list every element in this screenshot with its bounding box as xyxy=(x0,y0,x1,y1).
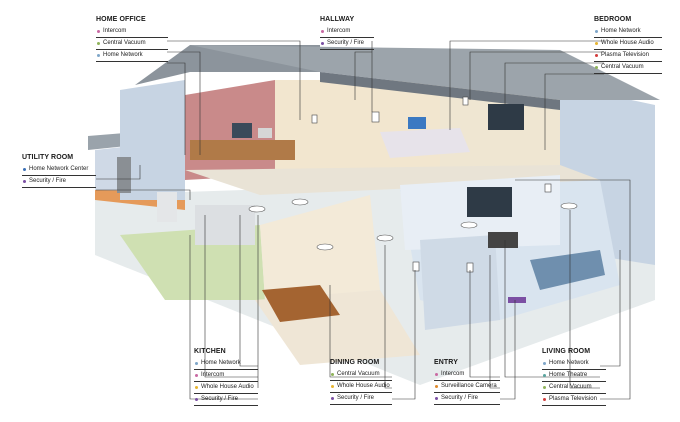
room-title: KITCHEN xyxy=(194,348,226,355)
wall-device xyxy=(311,114,318,124)
feature-item: Home Network xyxy=(194,358,258,370)
room-label-dining-room: DINING ROOM Central Vacuum Whole House A… xyxy=(330,359,392,405)
feature-dot-icon xyxy=(195,398,198,401)
feature-dot-icon xyxy=(595,42,598,45)
roof-edge xyxy=(320,72,560,110)
feature-item: Surveillance Camera xyxy=(434,381,500,393)
room-label-utility-room: UTILITY ROOM Home Network Center Securit… xyxy=(22,154,96,188)
feature-dot-icon xyxy=(543,398,546,401)
office-printer xyxy=(258,128,272,138)
speaker xyxy=(291,198,309,206)
dining-table xyxy=(262,285,340,322)
entry-wall xyxy=(420,235,500,330)
feature-dot-icon xyxy=(543,374,546,377)
feature-item: Home Theatre xyxy=(542,370,606,382)
water-heater xyxy=(117,157,131,193)
feature-item: Intercom xyxy=(96,26,168,38)
office-monitor xyxy=(232,123,252,138)
room-title: UTILITY ROOM xyxy=(22,154,74,161)
bedroom-laptop xyxy=(408,117,426,129)
home-theatre-unit xyxy=(488,232,518,248)
speaker xyxy=(460,221,478,229)
feature-dot-icon xyxy=(195,362,198,365)
feature-dot-icon xyxy=(435,397,438,400)
feature-dot-icon xyxy=(195,386,198,389)
feature-item: Security / Fire xyxy=(434,393,500,405)
feature-item: Intercom xyxy=(320,26,374,38)
speaker xyxy=(316,243,334,251)
room-title: HOME OFFICE xyxy=(96,16,146,23)
room-label-hallway: HALLWAY Intercom Security / Fire xyxy=(320,16,374,50)
room-title: HALLWAY xyxy=(320,16,355,23)
upper-floor xyxy=(185,165,600,195)
left-gable-wall xyxy=(120,80,185,200)
feature-item: Central Vacuum xyxy=(96,38,168,50)
room-title: LIVING ROOM xyxy=(542,348,591,355)
roof-right xyxy=(190,45,660,100)
wall-device xyxy=(412,261,420,272)
room-label-kitchen: KITCHEN Home Network Intercom Whole Hous… xyxy=(194,348,258,406)
feature-item: Whole House Audio xyxy=(194,382,258,394)
speaker xyxy=(560,202,578,210)
wall-device xyxy=(371,111,380,123)
feature-item: Security / Fire xyxy=(194,394,258,406)
feature-item: Home Network xyxy=(542,358,606,370)
feature-item: Plasma Television xyxy=(594,50,662,62)
room-label-living-room: LIVING ROOM Home Network Home Theatre Ce… xyxy=(542,348,606,406)
feature-dot-icon xyxy=(321,30,324,33)
speaker xyxy=(248,205,266,213)
feature-item: Security / Fire xyxy=(22,176,96,188)
feature-dot-icon xyxy=(23,168,26,171)
feature-dot-icon xyxy=(97,54,100,57)
feature-dot-icon xyxy=(331,373,334,376)
feature-item: Security / Fire xyxy=(320,38,374,50)
feature-dot-icon xyxy=(543,362,546,365)
feature-item: Central Vacuum xyxy=(542,382,606,394)
feature-dot-icon xyxy=(321,42,324,45)
feature-item: Home Network xyxy=(594,26,662,38)
security-panel xyxy=(508,297,526,303)
room-title: ENTRY xyxy=(434,359,458,366)
room-label-bedroom: BEDROOM Home Network Whole House Audio P… xyxy=(594,16,662,74)
feature-dot-icon xyxy=(543,386,546,389)
feature-item: Central Vacuum xyxy=(330,369,392,381)
room-label-home-office: HOME OFFICE Intercom Central Vacuum Home… xyxy=(96,16,168,62)
feature-dot-icon xyxy=(331,385,334,388)
feature-dot-icon xyxy=(331,397,334,400)
kitchen-counter xyxy=(195,205,255,245)
feature-dot-icon xyxy=(97,42,100,45)
feature-dot-icon xyxy=(195,374,198,377)
feature-item: Whole House Audio xyxy=(330,381,392,393)
feature-item: Plasma Television xyxy=(542,394,606,406)
feature-dot-icon xyxy=(23,180,26,183)
sofa xyxy=(530,250,605,290)
feature-item: Whole House Audio xyxy=(594,38,662,50)
feature-item: Intercom xyxy=(194,370,258,382)
bedroom-plasma-tv xyxy=(488,104,524,130)
room-title: DINING ROOM xyxy=(330,359,380,366)
feature-item: Intercom xyxy=(434,369,500,381)
feature-dot-icon xyxy=(595,54,598,57)
feature-dot-icon xyxy=(97,30,100,33)
feature-dot-icon xyxy=(595,30,598,33)
feature-dot-icon xyxy=(595,66,598,69)
feature-item: Central Vacuum xyxy=(594,62,662,74)
wall-device xyxy=(544,183,552,193)
feature-dot-icon xyxy=(435,373,438,376)
feature-dot-icon xyxy=(435,385,438,388)
leader-lines xyxy=(96,40,631,400)
feature-item: Home Network Center xyxy=(22,164,96,176)
room-label-entry: ENTRY Intercom Surveillance Camera Secur… xyxy=(434,359,500,405)
feature-item: Home Network xyxy=(96,50,168,62)
washer xyxy=(157,192,177,222)
speaker xyxy=(376,234,394,242)
living-plasma-tv xyxy=(467,187,512,217)
office-desk xyxy=(190,140,295,160)
room-title: BEDROOM xyxy=(594,16,632,23)
bed xyxy=(380,128,470,158)
wall-device xyxy=(462,96,469,106)
feature-item: Security / Fire xyxy=(330,393,392,405)
